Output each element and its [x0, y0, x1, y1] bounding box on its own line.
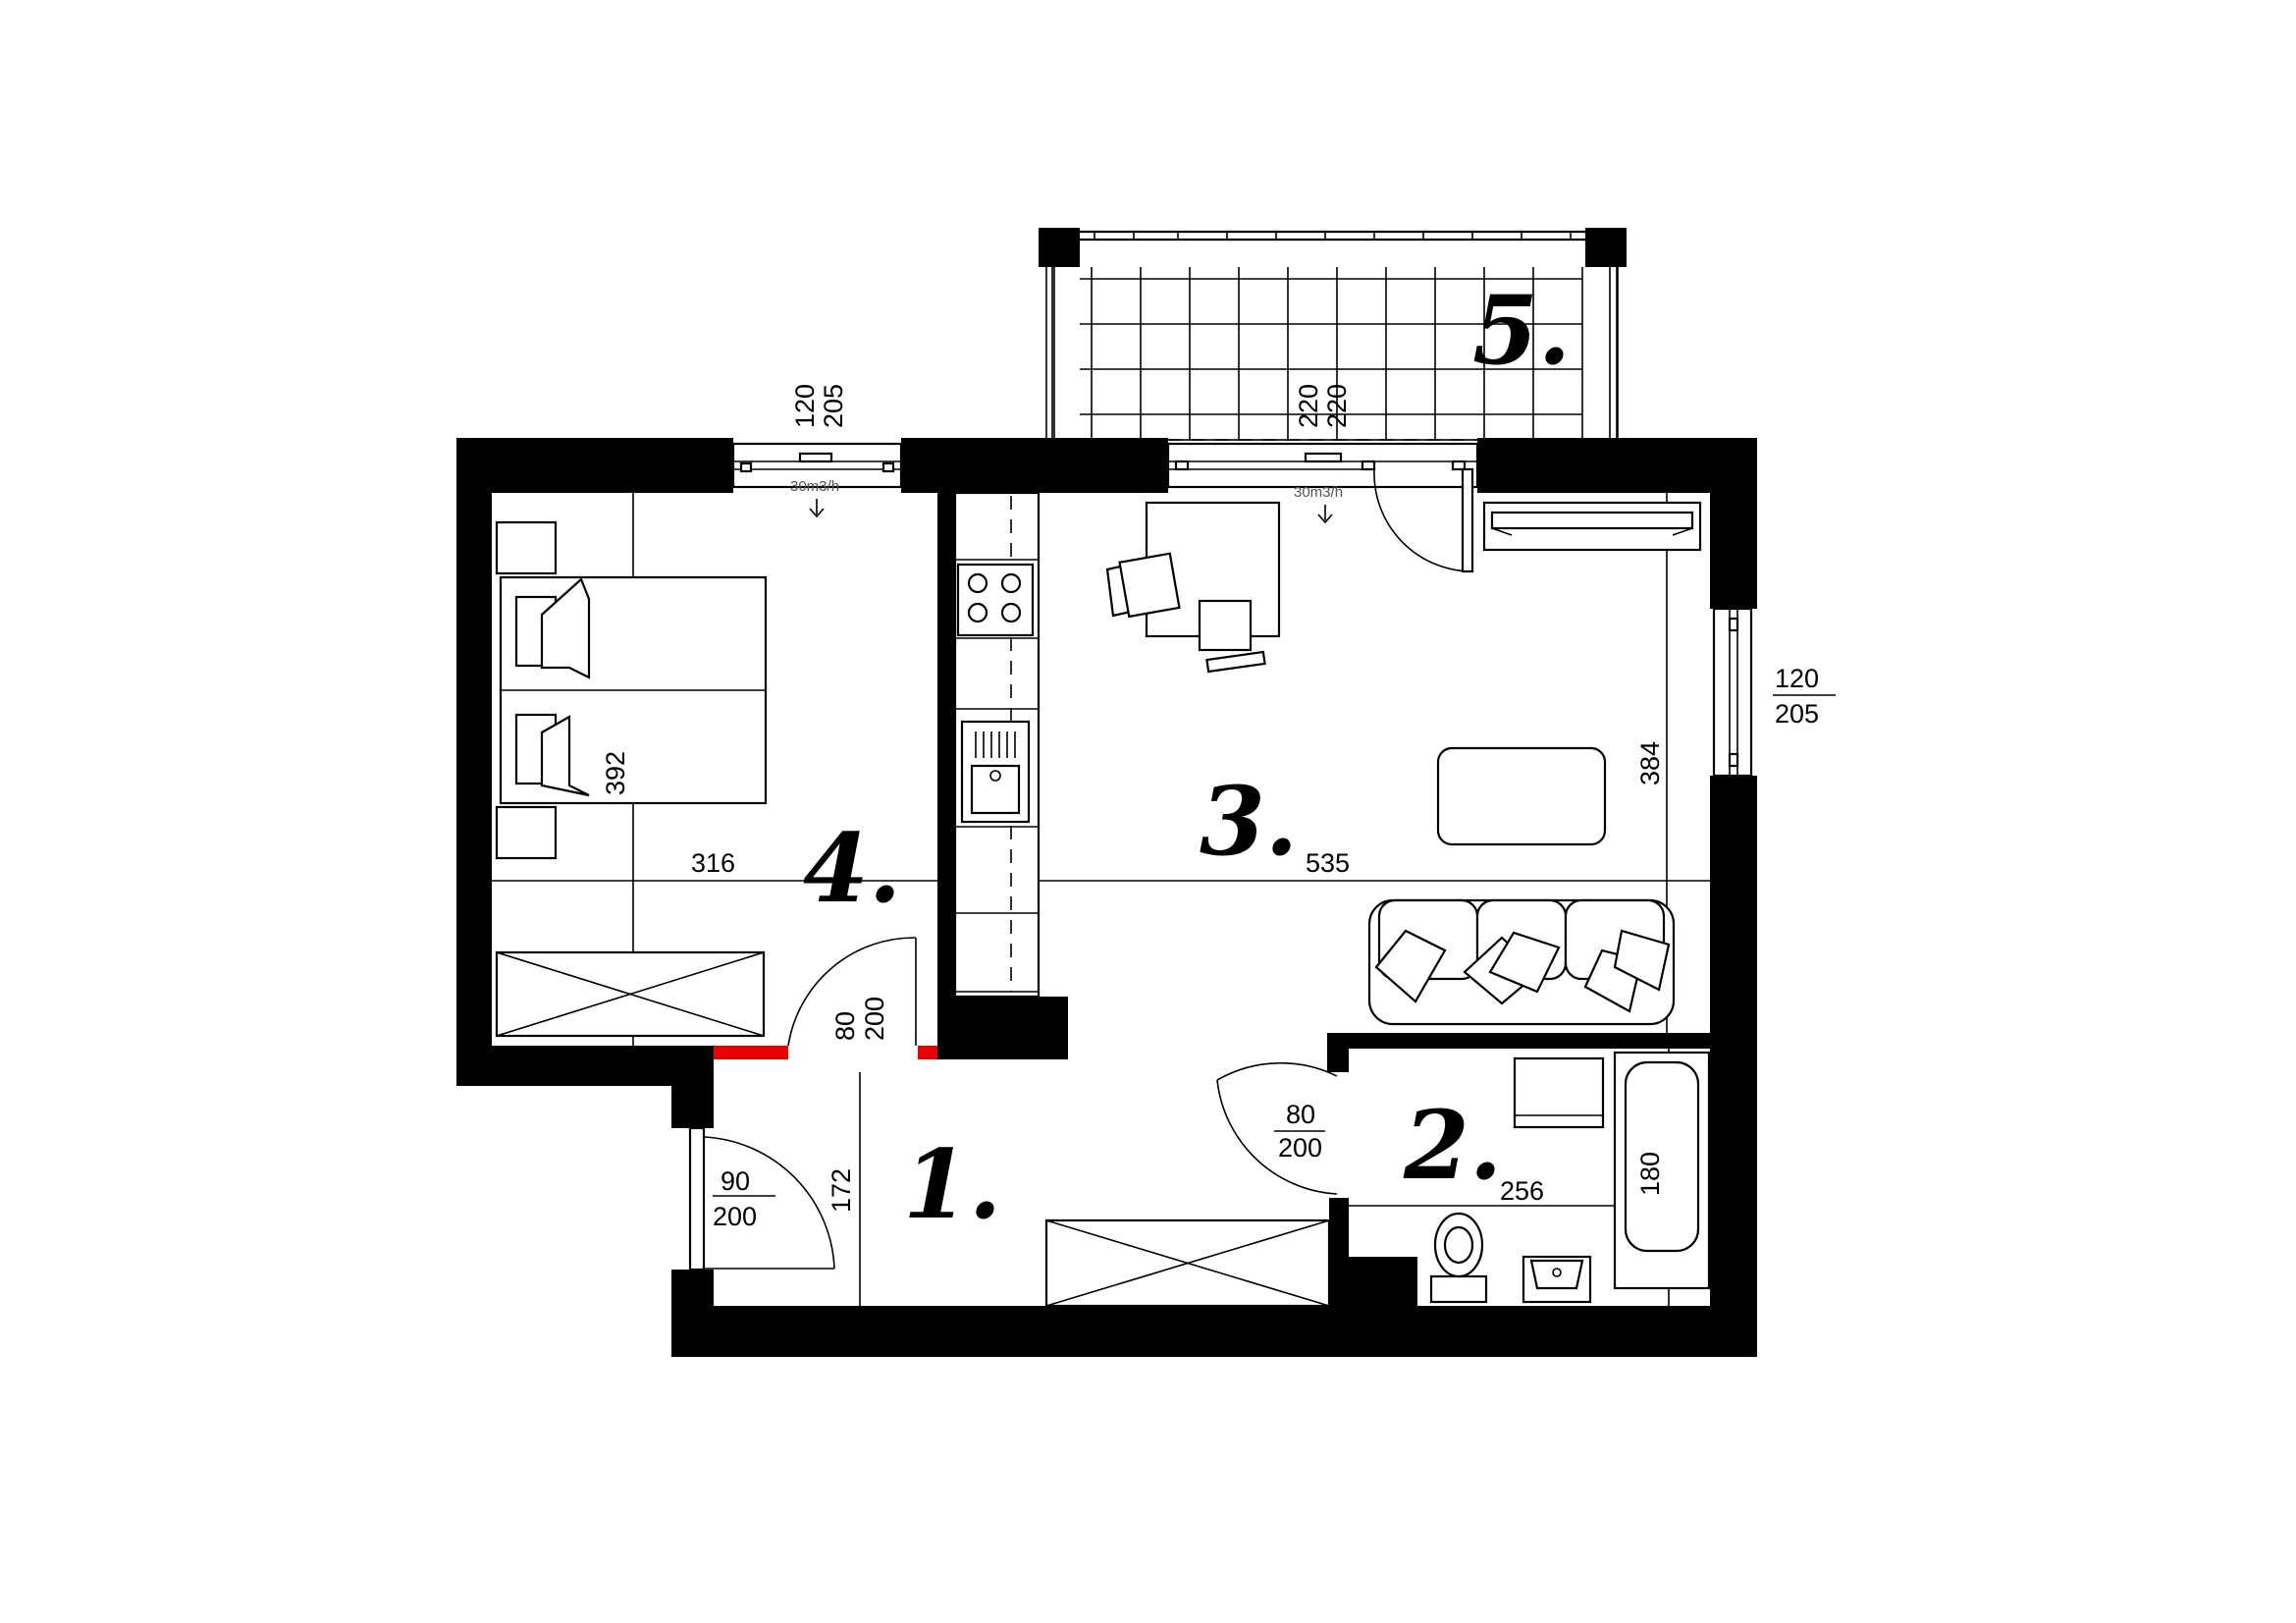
room-2: 256 180 2. [1349, 1049, 1711, 1306]
window-east-height: 205 [1775, 699, 1819, 729]
vent-arrow-icon [809, 499, 825, 518]
vent-arrow-icon [1317, 505, 1333, 524]
room2-length: 180 [1635, 1152, 1665, 1196]
wall-opening-left [714, 1046, 788, 1059]
balcony-railing [1045, 232, 1619, 440]
sofa [1367, 898, 1676, 1026]
room3-length: 384 [1635, 741, 1665, 785]
balcony-door-swing [1373, 468, 1473, 572]
balcony-tiles [1080, 267, 1583, 440]
tv-cabinet [1482, 501, 1702, 552]
coffee-table [1436, 746, 1607, 846]
door-room4: 80 200 [787, 937, 917, 1047]
door-entrance-width: 90 [721, 1166, 750, 1196]
window-room4: 120 205 30m3/h [731, 384, 903, 518]
vent-label-room3: 30m3/h [1294, 484, 1343, 501]
window-room4-height: 205 [819, 384, 848, 428]
door-entrance: 90 200 [688, 1126, 835, 1271]
stove-icon [956, 563, 1035, 637]
wardrobe-room4 [495, 950, 766, 1038]
wall-opening-right [918, 1046, 937, 1059]
window-room4-width: 120 [790, 384, 820, 428]
dining-table [1105, 501, 1281, 674]
balcony-door: 220 220 30m3/h [1166, 384, 1479, 573]
vent-label-room4: 30m3/h [790, 478, 839, 495]
walls [456, 438, 1757, 1357]
room4-width: 316 [691, 848, 735, 878]
room-number-5: 5. [1472, 275, 1571, 386]
window-east-width: 120 [1775, 664, 1819, 693]
door-bathroom: 80 200 [1216, 1061, 1338, 1195]
door-entrance-height: 200 [713, 1202, 757, 1231]
room3-width: 535 [1306, 848, 1350, 878]
room-4: 392 316 4. [492, 493, 937, 1046]
room4-length: 392 [601, 751, 630, 795]
door-bathroom-width: 80 [1286, 1100, 1315, 1129]
bathtub [1613, 1051, 1711, 1290]
room-number-1: 1. [903, 1129, 1001, 1240]
sink-icon [960, 720, 1031, 824]
hall-length: 172 [827, 1168, 856, 1213]
washing-machine [1513, 1056, 1605, 1129]
door-room4-height: 200 [860, 997, 889, 1041]
double-bed [495, 520, 768, 860]
room-1: 172 1. [827, 1072, 1331, 1308]
balcony-door-width: 220 [1294, 384, 1323, 428]
room-number-3: 3. [1200, 766, 1298, 877]
door-room4-width: 80 [830, 1011, 860, 1041]
balcony: 5. [1039, 228, 1627, 441]
room-number-2: 2. [1403, 1090, 1502, 1201]
room2-width: 256 [1500, 1176, 1544, 1206]
balcony-door-height: 220 [1322, 384, 1352, 428]
wardrobe-hall [1044, 1218, 1331, 1308]
door-bathroom-height: 200 [1278, 1133, 1322, 1163]
washbasin-icon [1522, 1255, 1592, 1304]
room-number-4: 4. [803, 813, 901, 924]
toilet-icon [1429, 1212, 1488, 1304]
room-3: 535 384 3. [953, 491, 1710, 1033]
window-east: 120 205 [1712, 607, 1836, 778]
